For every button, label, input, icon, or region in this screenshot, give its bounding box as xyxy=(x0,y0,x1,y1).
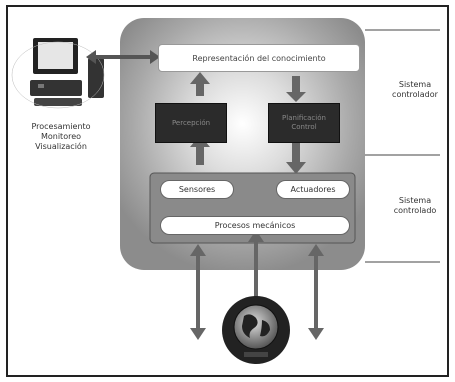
computer-icon xyxy=(12,38,104,108)
controlled-system-caption: Sistema controlado xyxy=(384,196,446,216)
mechanical-processes-label: Procesos mecánicos xyxy=(215,221,296,230)
actuators-pill: Actuadores xyxy=(276,180,350,199)
representation-label: Representación del conocimiento xyxy=(192,54,325,63)
control-label: Control xyxy=(291,123,316,132)
representation-box: Representación del conocimiento xyxy=(158,44,360,72)
monitoring-label: Monitoreo xyxy=(18,132,104,142)
mechanical-processes-pill: Procesos mecánicos xyxy=(160,216,350,235)
sensors-pill: Sensores xyxy=(160,180,234,199)
visualization-label: Visualización xyxy=(18,142,104,152)
processing-label: Procesamiento xyxy=(18,122,104,132)
actuators-label: Actuadores xyxy=(290,185,335,194)
left-caption: Procesamiento Monitoreo Visualización xyxy=(18,122,104,152)
controller-system-caption: Sistema controlador xyxy=(384,80,446,100)
controller-system-line1: Sistema xyxy=(384,80,446,90)
perception-box: Percepción xyxy=(155,103,227,143)
controller-system-line2: controlador xyxy=(384,90,446,100)
globe-icon xyxy=(222,296,290,364)
planning-control-box: Planificación Control xyxy=(268,103,340,143)
perception-label: Percepción xyxy=(172,119,210,128)
sensors-label: Sensores xyxy=(179,185,215,194)
controlled-system-line1: Sistema xyxy=(384,196,446,206)
controlled-system-line2: controlado xyxy=(384,206,446,216)
planning-label: Planificación xyxy=(282,114,326,123)
